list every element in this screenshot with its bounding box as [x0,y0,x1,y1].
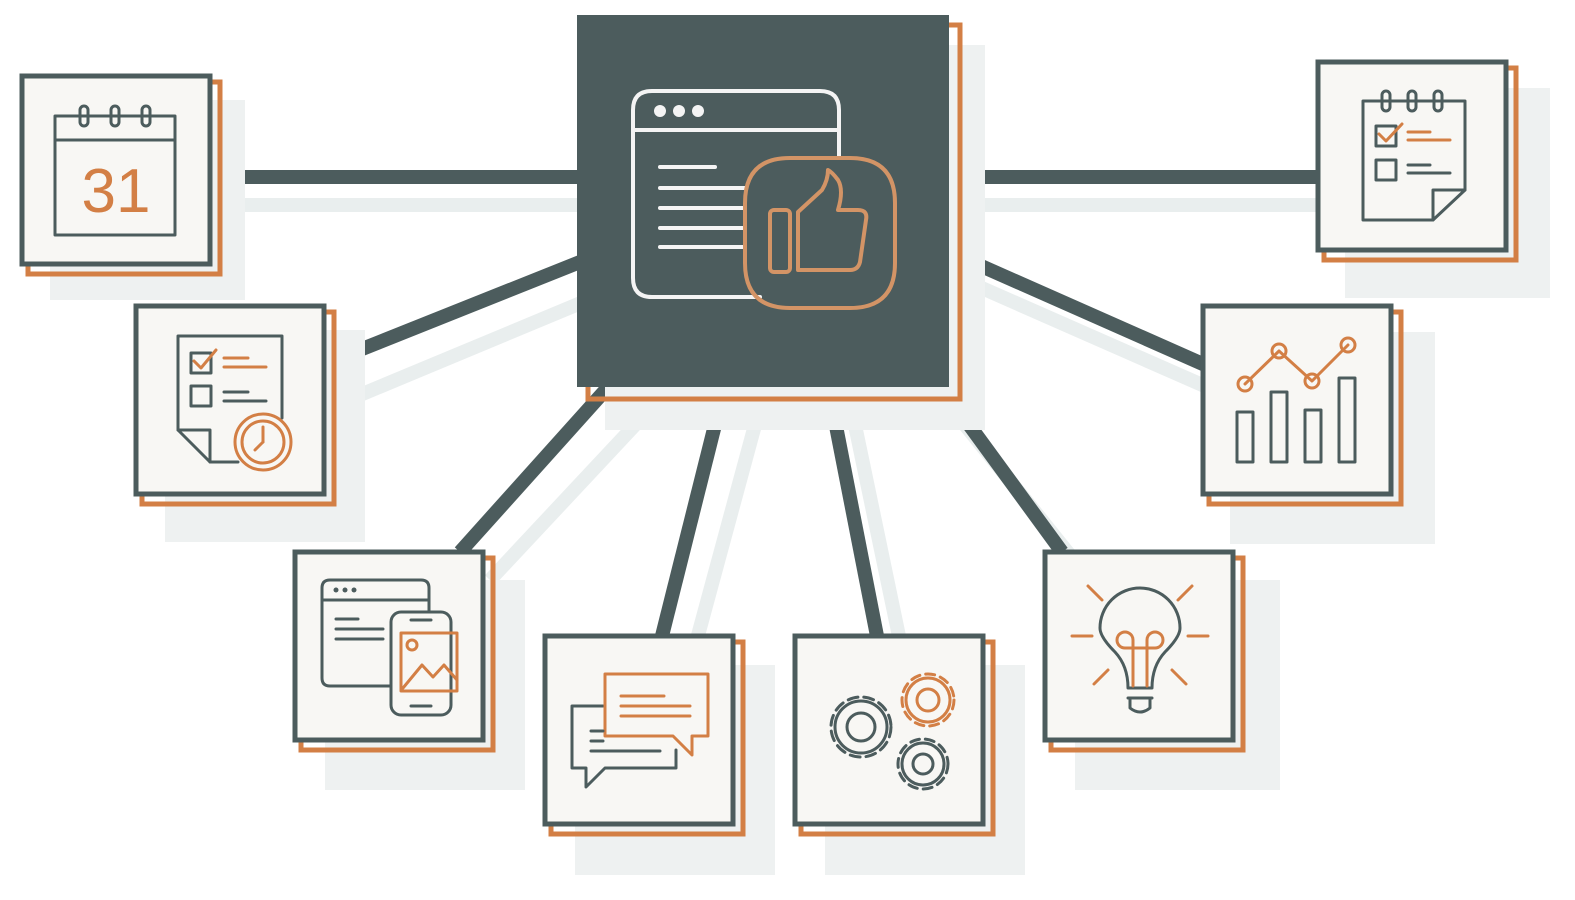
notepad-checklist-icon [1361,89,1467,222]
idea-node [1042,549,1280,790]
checklist-clock-icon [176,334,293,472]
calendar-icon: 31 [53,104,177,237]
chat-node [542,633,775,875]
lightbulb-icon [1070,584,1210,714]
gears-icon [829,672,956,791]
chat-bubbles-icon [570,672,710,789]
calendar-node: 31 [19,73,245,300]
browser-mobile-icon [320,578,459,717]
browser-thumbs-up-icon [631,89,897,310]
checklist-node [1315,59,1550,298]
connector-analytics [942,243,1208,372]
connector-responsive [454,380,616,557]
calendar-day-number: 31 [82,157,151,226]
timed-checklist-node [133,303,365,542]
responsive-node [292,549,525,790]
connector-shadows [240,198,1345,667]
analytics-node [1200,303,1435,544]
hub-node [577,15,985,430]
bar-line-chart-icon [1235,336,1357,464]
settings-node [792,633,1025,875]
